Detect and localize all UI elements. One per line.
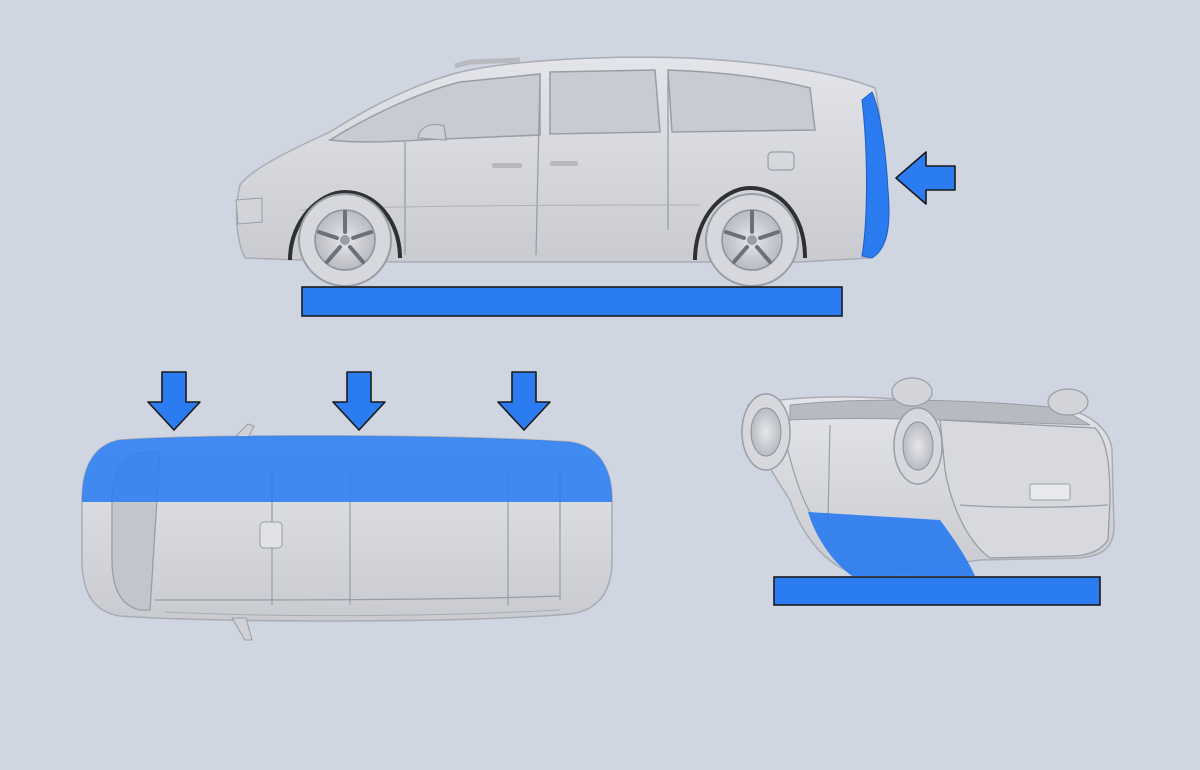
roof-crush-view	[81, 371, 613, 641]
rollover-wheel-front	[741, 393, 791, 471]
side-impact-view	[235, 56, 956, 317]
arrow-down-icon	[147, 371, 201, 431]
arrow-down-icon	[332, 371, 386, 431]
roof-contact-zone	[808, 512, 975, 576]
rollover-view	[741, 377, 1115, 606]
ground-bar	[773, 576, 1101, 606]
roof-impact-zone	[82, 435, 612, 502]
ground-bar	[301, 286, 843, 317]
rollover-wheel-rear	[893, 407, 943, 485]
minivan-side-icon	[235, 56, 890, 287]
rear-wheel	[705, 193, 799, 287]
arrow-left-icon	[895, 151, 956, 205]
arrow-down-icon	[497, 371, 551, 431]
front-wheel	[298, 193, 392, 287]
rear-impact-zone	[861, 91, 890, 259]
